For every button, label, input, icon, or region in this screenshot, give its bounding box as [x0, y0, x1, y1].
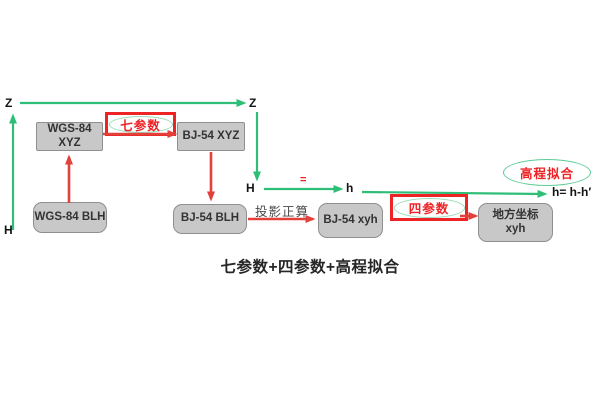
caption: 七参数+四参数+高程拟合 — [220, 259, 400, 276]
four-params-label: 四参数 — [408, 202, 450, 216]
four-params-oval: 四参数 — [393, 197, 465, 218]
seven-params-label: 七参数 — [120, 118, 161, 133]
node-bj54-blh-label: BJ-54 BLH — [180, 212, 240, 225]
height-result-label: h= h-h′ — [552, 185, 592, 199]
badge-height-fitting: 高程拟合 — [503, 159, 591, 186]
node-local-xyh-line1: 地方坐标 — [492, 209, 539, 222]
equals-sign: = — [300, 174, 307, 186]
node-wgs84-xyz: WGS-84 XYZ — [36, 122, 103, 151]
badge-four-params: 四参数 — [390, 194, 468, 221]
node-bj54-xyz-label: BJ-54 XYZ — [182, 129, 240, 142]
node-local-xyh: 地方坐标 xyh — [478, 203, 553, 242]
h-left-label: H — [4, 223, 13, 237]
h-small-label: h — [346, 181, 354, 195]
height-fitting-label: 高程拟合 — [519, 167, 574, 181]
node-bj54-blh: BJ-54 BLH — [173, 204, 247, 234]
node-local-xyh-line2: xyh — [505, 222, 526, 235]
z-left-label: Z — [5, 96, 13, 110]
badge-seven-params: 七参数 — [105, 112, 176, 136]
z-right-label: Z — [249, 96, 257, 110]
seven-params-oval: 七参数 — [108, 115, 173, 133]
node-wgs84-blh: WGS-84 BLH — [33, 202, 107, 233]
node-bj54-xyz: BJ-54 XYZ — [177, 122, 245, 151]
node-bj54-xyh-label: BJ-54 xyh — [323, 213, 378, 226]
node-wgs84-blh-label: WGS-84 BLH — [34, 210, 106, 223]
node-bj54-xyh: BJ-54 xyh — [318, 203, 383, 238]
projection-edge-label: 投影正算 — [255, 205, 310, 219]
node-wgs84-xyz-label: WGS-84 XYZ — [47, 123, 92, 149]
h-mid-label: H — [246, 181, 255, 195]
